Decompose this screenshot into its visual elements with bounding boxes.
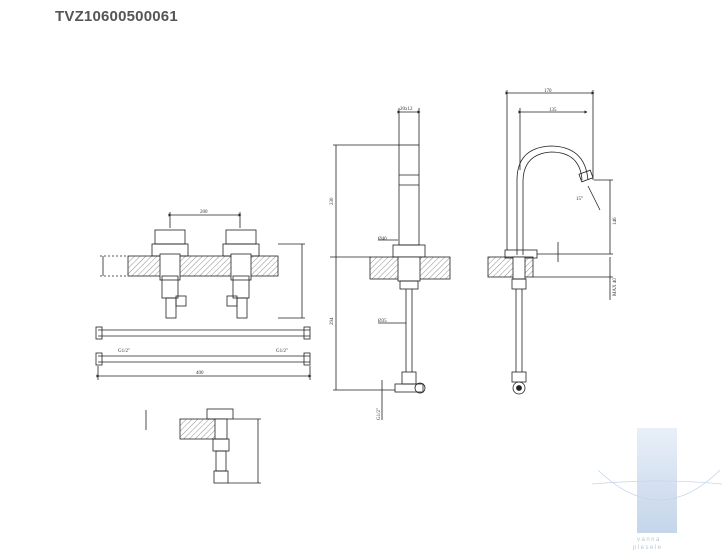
front-view	[330, 108, 451, 420]
dim-angle: 15°	[576, 197, 583, 202]
watermark-line1: vanna	[637, 537, 661, 543]
dim-bottom-width: 400	[196, 371, 204, 376]
dim-spout-width: 20x12	[400, 107, 413, 112]
dim-max-deck: MAX 40	[613, 278, 618, 296]
dim-conn-center: G1/2"	[377, 408, 382, 420]
watermark-logo: vanna plesele	[591, 428, 723, 551]
dim-conn-left: G1/2"	[118, 349, 130, 354]
dim-spout-height: 146	[613, 217, 618, 225]
dim-diameter-top: Ø40	[378, 237, 387, 242]
drawing-title: TVZ10600500061	[55, 8, 178, 25]
dim-conn-right: G1/2"	[276, 349, 288, 354]
dim-mid-width: 200	[200, 210, 208, 215]
dim-reach-spout: 135	[549, 108, 557, 113]
single-valve-view	[145, 408, 261, 484]
dim-reach-total: 170	[544, 89, 552, 94]
watermark-line2: plesele	[633, 545, 663, 551]
dim-body-height: 230	[330, 197, 335, 205]
left-valve-view	[95, 212, 312, 380]
dim-below-counter: 294	[330, 317, 335, 325]
dim-diameter-hose: Ø35	[378, 319, 387, 324]
side-view	[487, 90, 613, 395]
